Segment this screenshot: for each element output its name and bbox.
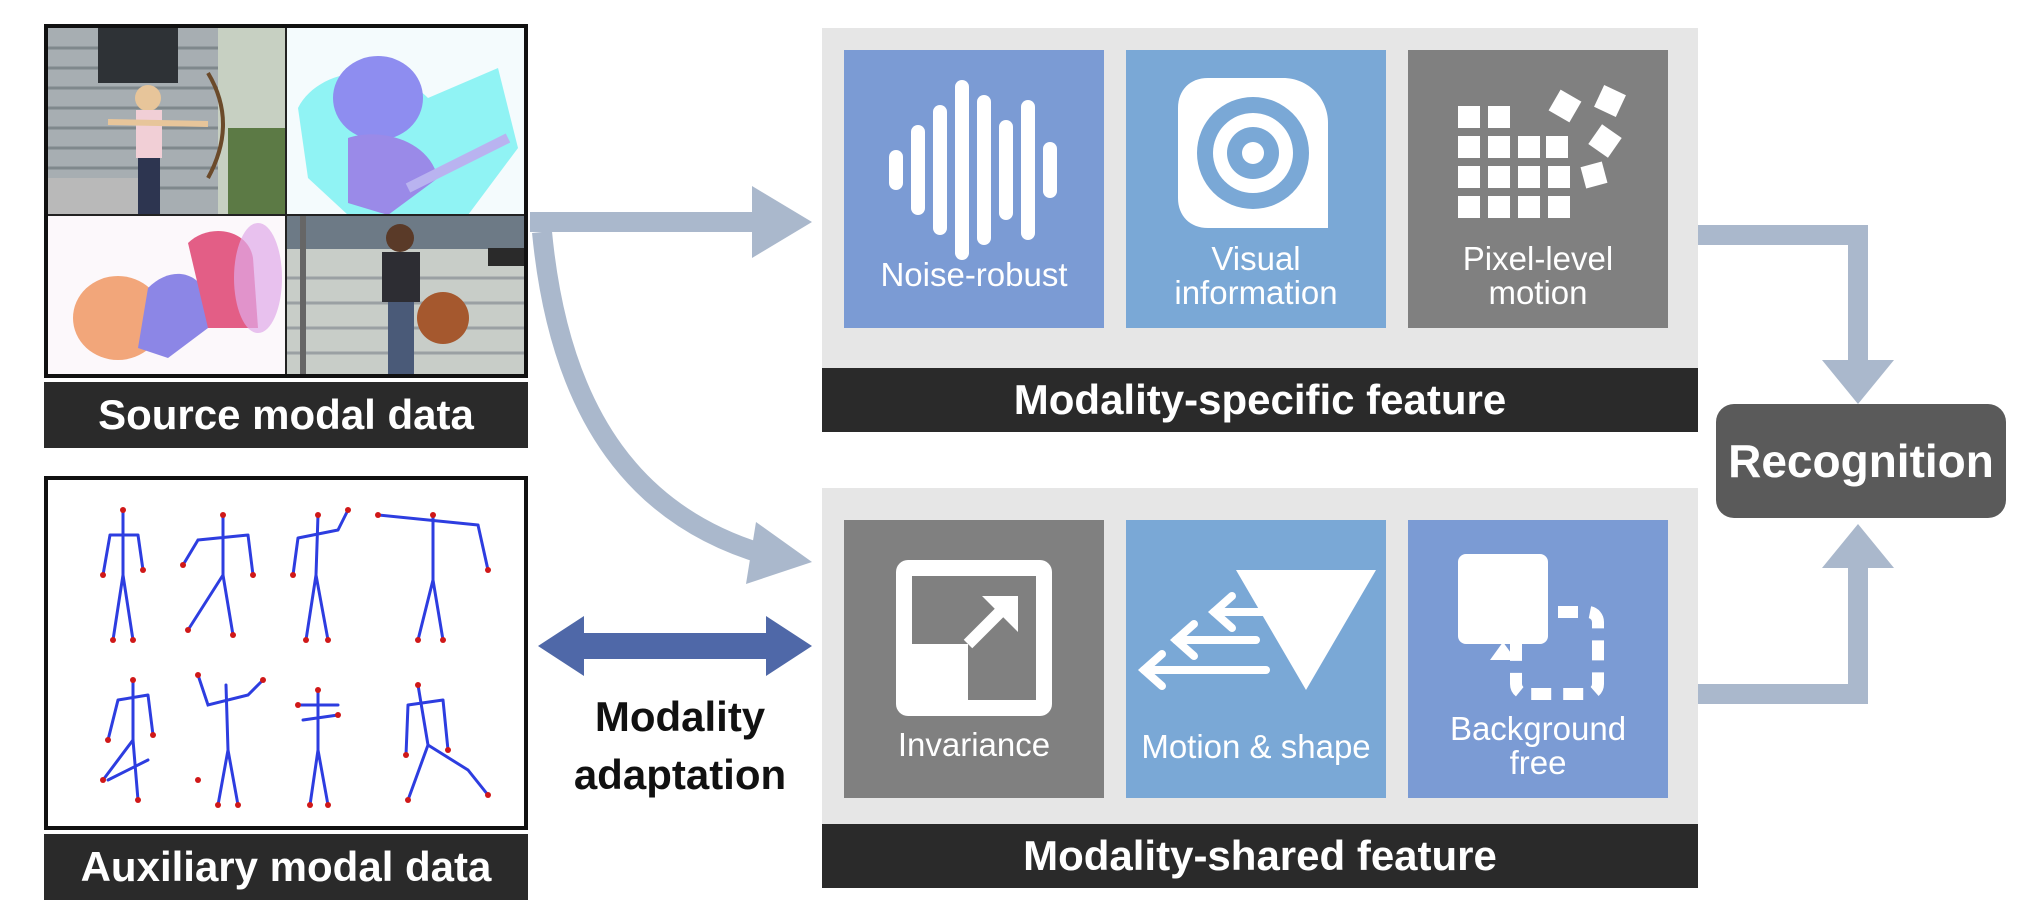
- caption-line-1: Motion & shape: [1141, 728, 1371, 765]
- optical-flow-cyan: [286, 28, 524, 215]
- source-image-grid: [44, 24, 528, 378]
- caption-line-1: Pixel-level: [1462, 240, 1614, 277]
- shared-feature-label: Modality-shared feature: [822, 824, 1698, 888]
- caption-line-2: information: [1174, 274, 1338, 311]
- expand-arrow-icon: [896, 560, 1052, 716]
- tile-caption: Invariance: [844, 728, 1104, 762]
- pixel-grid-icon: [1458, 85, 1626, 218]
- tile-visual-information: Visual information: [1126, 50, 1386, 328]
- caption-line-1: Noise-robust: [880, 256, 1068, 293]
- tile-caption: Visual information: [1126, 242, 1386, 310]
- motion-triangle-icon: [1137, 570, 1376, 690]
- shape-move-icon: [1458, 554, 1604, 700]
- tile-caption: Pixel-level motion: [1408, 242, 1668, 310]
- caption-line-2: free: [1509, 744, 1567, 781]
- arrow-source-to-shared: [532, 231, 812, 584]
- optical-flow-warm: [48, 215, 286, 374]
- caption-line-1: Invariance: [897, 726, 1051, 763]
- arrow-shared-to-recognition: [1698, 524, 1894, 704]
- specific-feature-label: Modality-specific feature: [822, 368, 1698, 432]
- modality-adaptation-label: Modality adaptation: [560, 688, 800, 804]
- arrow-modality-adaptation: [538, 616, 812, 676]
- adaptation-line-2: adaptation: [573, 751, 787, 798]
- adaptation-line-1: Modality: [594, 693, 766, 740]
- tile-caption: Background free: [1408, 712, 1668, 780]
- recognition-box: Recognition: [1716, 404, 2006, 518]
- skeleton-frame: [44, 476, 528, 830]
- arrow-specific-to-recognition: [1698, 225, 1894, 404]
- tile-caption: Motion & shape: [1126, 730, 1386, 764]
- tile-pixel-level-motion: Pixel-level motion: [1408, 50, 1668, 328]
- source-modal-label: Source modal data: [44, 382, 528, 448]
- skeleton-figures: [100, 507, 491, 808]
- tile-caption: Noise-robust: [844, 258, 1104, 292]
- sound-wave-icon: [889, 80, 1057, 260]
- tile-noise-robust: Noise-robust: [844, 50, 1104, 328]
- caption-line-1: Background: [1449, 710, 1627, 747]
- caption-line-2: motion: [1488, 274, 1588, 311]
- archery-photo: [48, 28, 286, 215]
- arrow-source-to-specific: [530, 186, 812, 258]
- drummer-photo: [286, 215, 524, 374]
- auxiliary-modal-label: Auxiliary modal data: [44, 834, 528, 900]
- tile-background-free: Background free: [1408, 520, 1668, 798]
- tile-motion-shape: Motion & shape: [1126, 520, 1386, 798]
- caption-line-1: Visual: [1211, 240, 1301, 277]
- target-icon: [1178, 78, 1328, 228]
- source-images: [48, 28, 524, 374]
- tile-invariance: Invariance: [844, 520, 1104, 798]
